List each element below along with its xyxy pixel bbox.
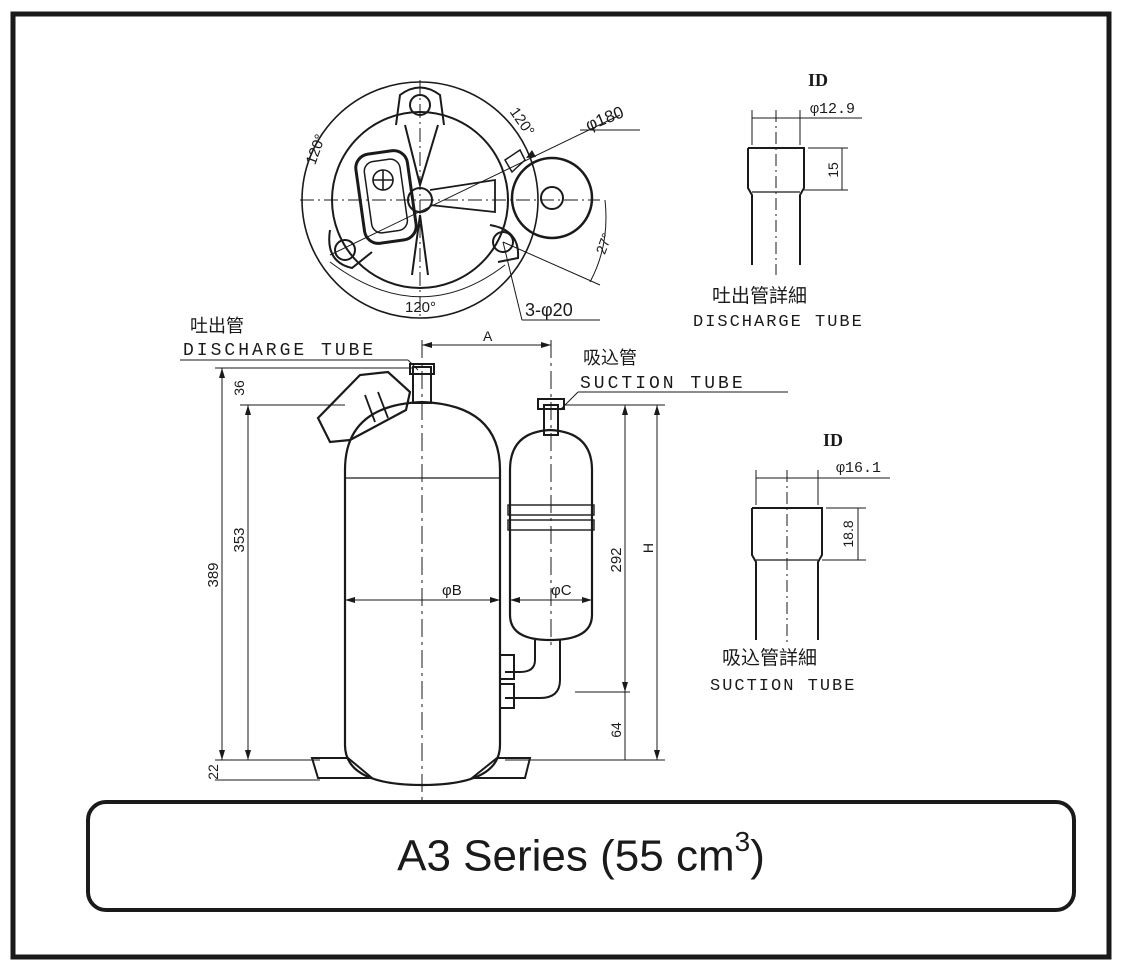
suction-id-label: ID [823, 430, 843, 450]
angle-label-3: 120° [405, 299, 436, 316]
angle-label-2: 120° [506, 104, 538, 139]
angle-label-1: 120° [303, 132, 330, 167]
outer-border [10, 11, 1112, 960]
series-caption-superscript: 3 [734, 826, 751, 858]
dim-a-label: A [483, 328, 493, 344]
dim-36-label: 36 [231, 380, 247, 396]
series-caption: A3 Series (55 cm3) [397, 826, 765, 882]
suction-diameter-label: φ16.1 [836, 460, 881, 477]
suction-pipe-1 [505, 640, 536, 673]
dim-64-label: 64 [608, 722, 624, 738]
suction-tube-label-jp: 吸込管 [583, 348, 637, 368]
accumulator-port [540, 186, 564, 210]
base-foot-right [469, 757, 532, 779]
suction-tube-label-en: SUCTION TUBE [580, 374, 746, 394]
angle-27-label: 27° [593, 231, 615, 256]
dimension-arrows [219, 342, 660, 760]
angle-27-arc [589, 199, 607, 283]
dim-c-label: φC [551, 582, 572, 599]
series-caption-title: A3 Series (55 cm [397, 831, 735, 881]
base-foot-left [310, 757, 375, 779]
dim-353-label: 353 [231, 527, 248, 552]
series-caption-suffix: ) [750, 831, 765, 881]
discharge-detail-tube [747, 147, 805, 265]
dim-22-label: 22 [205, 764, 221, 780]
dim-b-label: φB [442, 582, 462, 599]
discharge-detail-title-en: DISCHARGE TUBE [693, 313, 864, 332]
terminal-rib-1 [364, 394, 376, 423]
suction-detail-title-jp: 吸込管詳細 [722, 647, 817, 669]
angle-27-leader [502, 241, 601, 286]
diameter-arrow [526, 150, 536, 158]
holes-label: 3-φ20 [525, 300, 573, 320]
discharge-tube-label-en: DISCHARGE TUBE [183, 341, 376, 361]
suction-depth-label: 18.8 [840, 520, 856, 547]
main-view [180, 340, 788, 800]
accumulator-circle [510, 156, 594, 240]
dim-292-label: 292 [608, 547, 625, 572]
rib-right [429, 178, 496, 214]
angle-arc-bottom [329, 261, 506, 298]
rib-bottom [411, 214, 429, 276]
terminal-box [354, 149, 418, 245]
discharge-detail [747, 110, 862, 275]
terminal-rib-2 [377, 391, 389, 419]
discharge-diameter-label: φ12.9 [810, 101, 855, 118]
diameter-leader [329, 114, 621, 256]
terminal-cover [363, 158, 409, 234]
suction-detail-tube [751, 507, 823, 640]
accumulator-body [508, 428, 594, 642]
suction-detail-title-en: SUCTION TUBE [710, 677, 856, 696]
discharge-id-label: ID [808, 70, 828, 90]
pipe-fitting-2 [499, 683, 515, 709]
mounting-hole-right [492, 231, 514, 253]
discharge-depth-label: 15 [825, 162, 841, 178]
suction-leader-to-tube [559, 391, 579, 411]
top-view [300, 80, 640, 321]
mounting-lug-left [328, 229, 373, 270]
mounting-hole-left [334, 239, 356, 261]
discharge-detail-title-jp: 吐出管詳細 [712, 285, 807, 307]
suction-detail [751, 470, 890, 645]
series-caption-box: A3 Series (55 cm3) [86, 800, 1076, 912]
mounting-lug-right [489, 224, 520, 263]
discharge-tube-label-jp: 吐出管 [190, 316, 244, 336]
terminal-cover-side [316, 370, 412, 444]
suction-pipe-2 [505, 640, 561, 699]
dim-h-label: H [640, 543, 656, 553]
dim-389-label: 389 [205, 562, 222, 587]
compressor-shell [343, 400, 502, 787]
discharge-leader-to-tube [407, 359, 419, 371]
holes-leader [502, 241, 523, 321]
pipe-fitting-1 [499, 654, 515, 680]
